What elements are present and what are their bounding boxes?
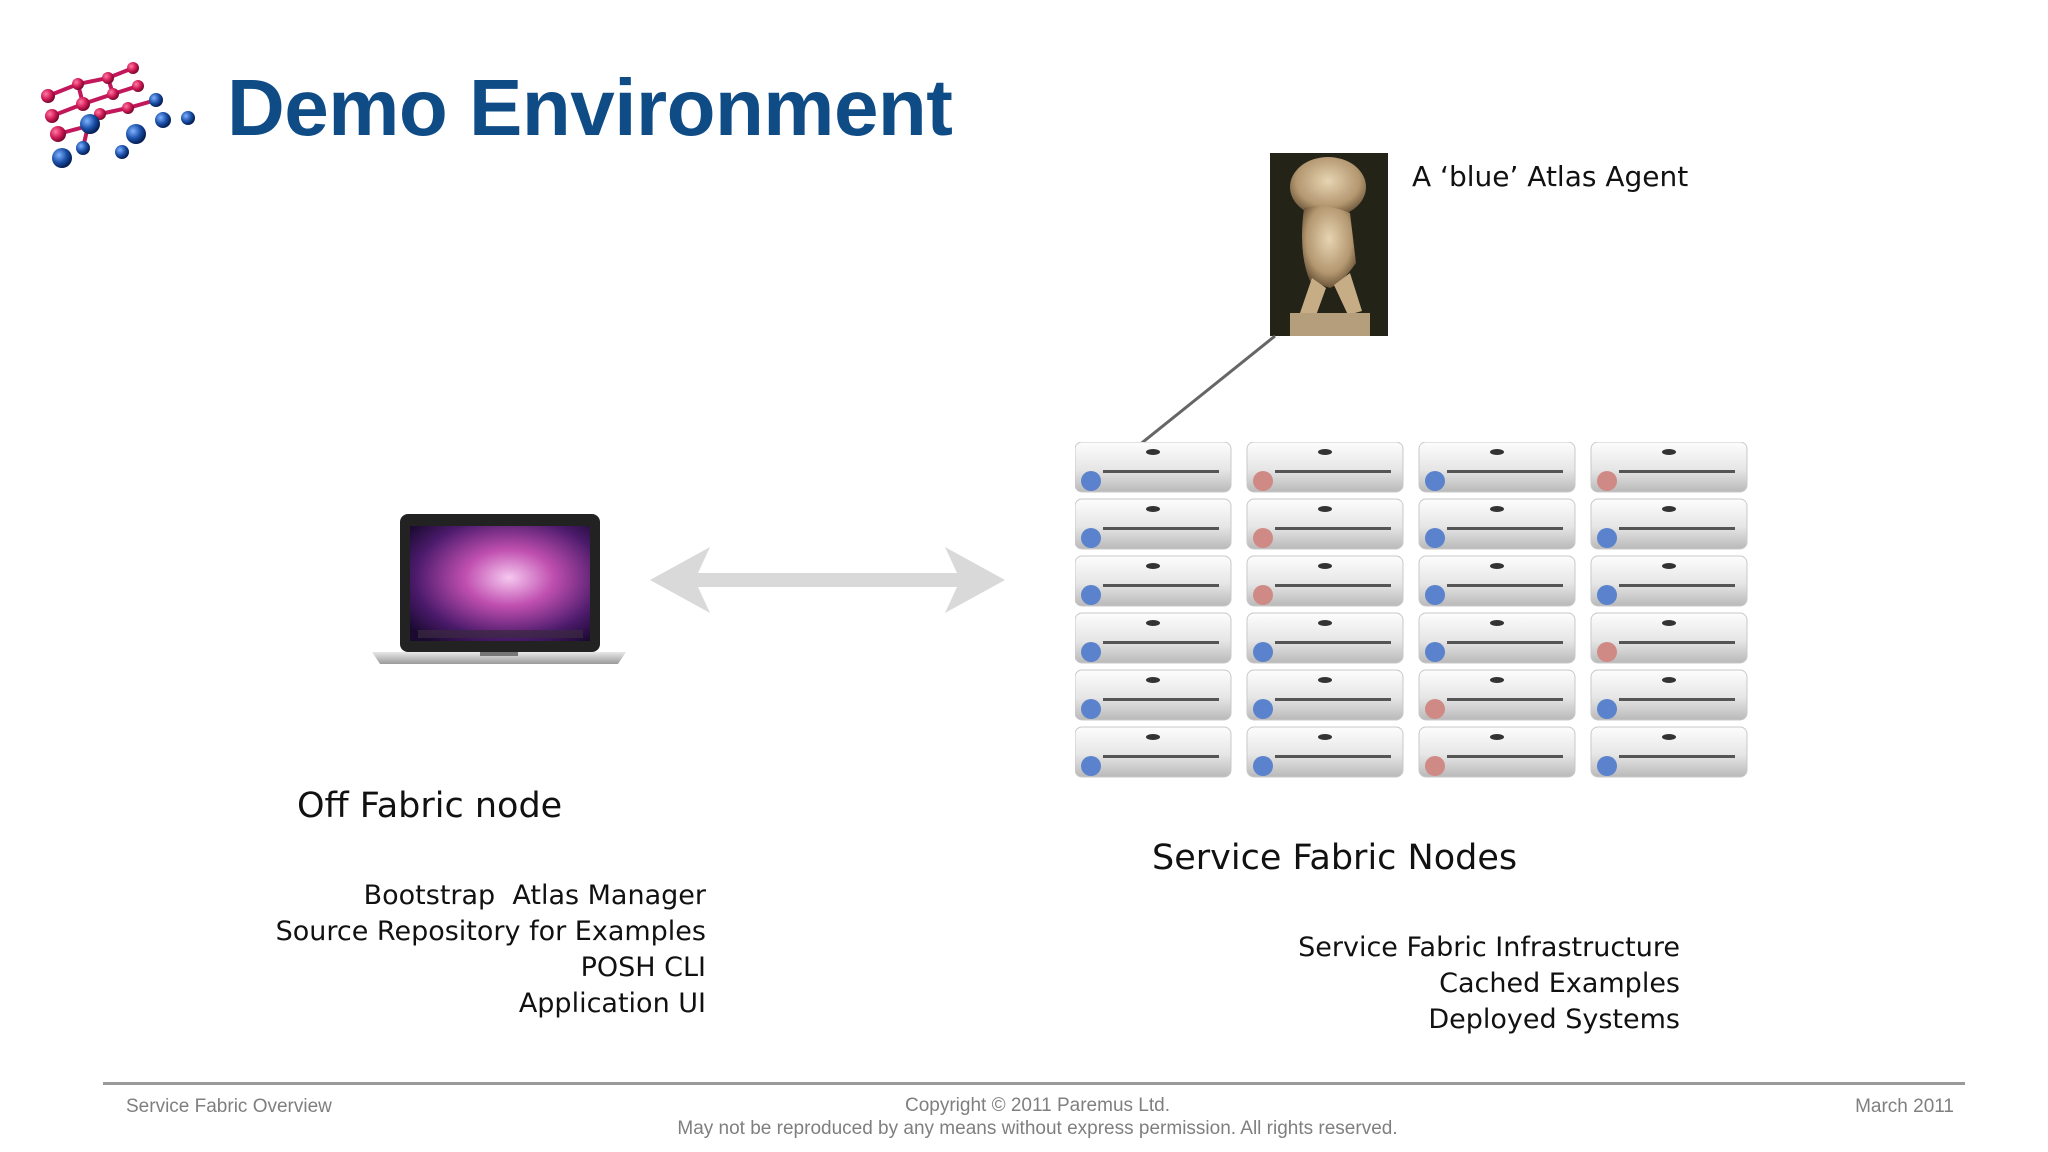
fabric-node [1075, 669, 1232, 721]
node-status-dot [1253, 642, 1273, 662]
feature-item: Source Repository for Examples [275, 916, 706, 947]
node-status-dot [1253, 471, 1273, 491]
footer-divider [103, 1082, 1965, 1085]
fabric-node [1075, 555, 1232, 607]
off-fabric-features: Bootstrap Atlas Manager Source Repositor… [276, 878, 706, 1022]
node-status-dot [1597, 585, 1617, 605]
feature-item: Deployed Systems [1428, 1004, 1680, 1035]
fabric-node [1418, 555, 1576, 607]
fabric-node [1246, 726, 1404, 778]
paremus-logo-icon [41, 62, 195, 168]
bidirectional-arrow [650, 547, 1005, 613]
node-status-dot [1597, 471, 1617, 491]
feature-item: Application UI [518, 988, 706, 1019]
feature-item: Bootstrap Atlas Manager [363, 880, 706, 911]
fabric-node [1246, 498, 1404, 550]
fabric-node [1590, 498, 1748, 550]
node-status-dot [1425, 585, 1445, 605]
service-fabric-heading: Service Fabric Nodes [1152, 838, 1518, 878]
fabric-node [1075, 726, 1232, 778]
node-status-dot [1253, 699, 1273, 719]
fabric-node [1418, 612, 1576, 664]
node-status-dot [1597, 642, 1617, 662]
footer-left: Service Fabric Overview [126, 1096, 332, 1117]
fabric-node [1075, 612, 1232, 664]
fabric-node [1075, 498, 1232, 550]
node-status-dot [1425, 528, 1445, 548]
node-status-dot [1425, 471, 1445, 491]
footer-copyright: Copyright © 2011 Paremus Ltd. May not be… [0, 1094, 2048, 1140]
fabric-node [1246, 442, 1404, 493]
node-status-dot [1081, 471, 1101, 491]
page-title: Demo Environment [227, 63, 953, 152]
fabric-node [1590, 726, 1748, 778]
laptop-icon [372, 514, 626, 664]
fabric-node [1590, 612, 1748, 664]
fabric-node [1418, 498, 1576, 550]
fabric-node [1418, 442, 1576, 493]
fabric-node [1075, 442, 1232, 493]
node-status-dot [1081, 528, 1101, 548]
node-status-dot [1081, 642, 1101, 662]
off-fabric-heading: Off Fabric node [297, 786, 563, 826]
fabric-node [1590, 555, 1748, 607]
node-status-dot [1425, 642, 1445, 662]
node-status-dot [1597, 528, 1617, 548]
agent-caption: A ‘blue’ Atlas Agent [1412, 160, 1689, 193]
node-status-dot [1081, 585, 1101, 605]
node-status-dot [1253, 585, 1273, 605]
footer-date: March 2011 [1855, 1096, 1954, 1117]
node-status-dot [1425, 756, 1445, 776]
fabric-node [1246, 612, 1404, 664]
node-status-dot [1597, 756, 1617, 776]
feature-item: Service Fabric Infrastructure [1298, 932, 1680, 963]
node-status-dot [1597, 699, 1617, 719]
atlas-statue-photo [1270, 153, 1388, 336]
node-status-dot [1253, 756, 1273, 776]
node-status-dot [1081, 756, 1101, 776]
feature-item: POSH CLI [580, 952, 706, 983]
fabric-node [1246, 555, 1404, 607]
node-status-dot [1425, 699, 1445, 719]
fabric-node [1590, 442, 1748, 493]
footer-copyright-line: Copyright © 2011 Paremus Ltd. [904, 1095, 1170, 1116]
fabric-node [1418, 726, 1576, 778]
footer-rights-line: May not be reproduced by any means witho… [677, 1118, 1398, 1139]
fabric-node [1246, 669, 1404, 721]
fabric-node [1418, 669, 1576, 721]
node-status-dot [1253, 528, 1273, 548]
service-fabric-rack [1075, 442, 1748, 778]
node-status-dot [1081, 699, 1101, 719]
fabric-node [1590, 669, 1748, 721]
service-fabric-features: Service Fabric Infrastructure Cached Exa… [1298, 930, 1680, 1038]
feature-item: Cached Examples [1439, 968, 1680, 999]
